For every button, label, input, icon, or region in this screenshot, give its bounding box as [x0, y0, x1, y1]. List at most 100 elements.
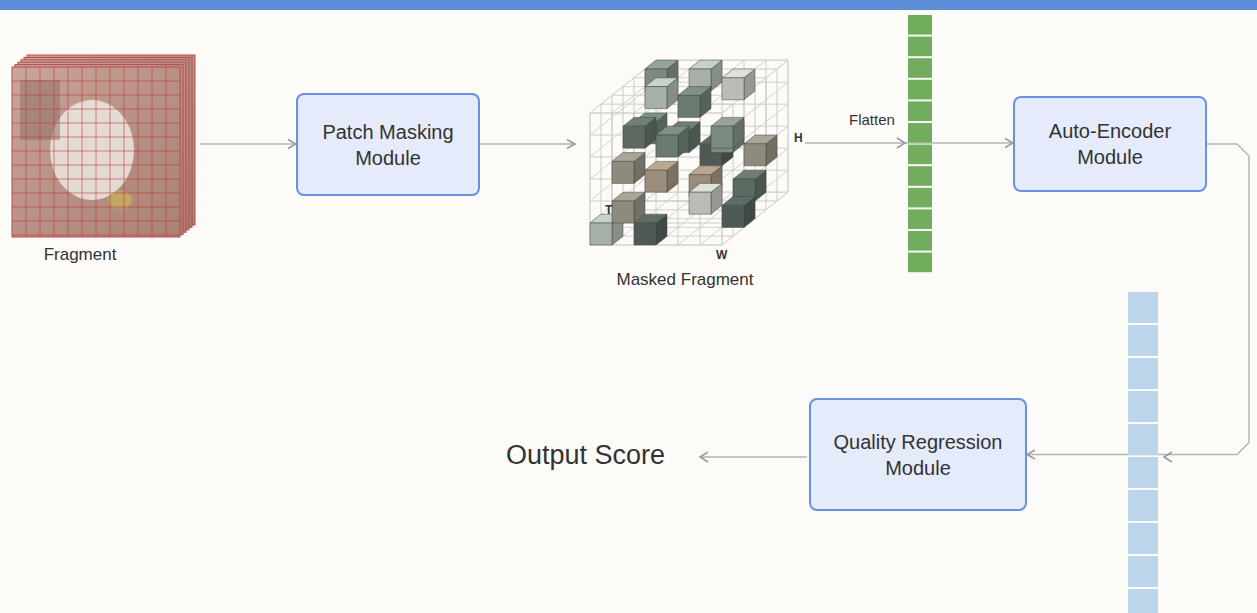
feature-vector-cell	[1128, 490, 1158, 521]
token-vector-cell	[908, 166, 932, 186]
patch-cube	[722, 69, 755, 100]
output-arrow-line	[700, 456, 807, 458]
edge-label: Flatten	[846, 111, 898, 129]
feature-vector-cell	[1128, 424, 1158, 455]
fragment-illustration: Fragment	[10, 50, 200, 265]
feature-vector-cell	[1128, 556, 1158, 587]
cube-face	[656, 126, 689, 135]
arrow-head	[700, 452, 708, 462]
cube-face	[722, 205, 744, 227]
feature-vector-cell	[1128, 457, 1158, 488]
process-box: Auto-Encoder Module	[1013, 96, 1207, 192]
cube-face	[590, 223, 612, 245]
patch-grid-line	[12, 235, 180, 236]
token-vector-cell	[908, 101, 932, 121]
patch-grid-line	[166, 67, 167, 237]
patch-cube	[711, 117, 744, 148]
module-label: Quality Regression Module	[811, 423, 1025, 487]
cube-face	[689, 192, 711, 214]
figure-caption: Fragment	[10, 245, 150, 265]
patch-cube	[656, 126, 689, 157]
patch-cube	[689, 183, 722, 214]
grid-line	[788, 60, 789, 192]
grid-line	[722, 192, 788, 245]
cube-grid	[590, 60, 788, 245]
patch-grid-line	[12, 151, 180, 152]
cube-face	[733, 170, 766, 179]
patch-cube	[612, 192, 645, 223]
cube-face	[645, 87, 667, 109]
cube-face	[645, 161, 678, 170]
masked-fragment-illustration: Masked Fragment	[575, 35, 805, 290]
cube-face	[744, 144, 766, 166]
patch-cube	[722, 197, 755, 228]
feature-vector-cell	[1128, 325, 1158, 356]
patch-grid-line	[68, 67, 69, 237]
cube-face	[722, 197, 755, 206]
patch-grid-line	[110, 67, 111, 237]
process-box: Patch Masking Module	[296, 93, 480, 196]
token-vector-cell	[908, 80, 932, 100]
axis-label: H	[794, 132, 803, 146]
module-label: Auto-Encoder Module	[1015, 112, 1205, 176]
cube-face	[645, 170, 667, 192]
patch-grid-line	[152, 67, 153, 237]
cube-face	[744, 135, 777, 144]
patch-cube	[623, 117, 656, 148]
token-vector-cell	[908, 37, 932, 57]
process-box: Quality Regression Module	[809, 398, 1027, 511]
patch-grid-line	[96, 67, 97, 237]
patch-grid-line	[12, 137, 180, 138]
figure-caption: Masked Fragment	[595, 270, 775, 290]
patch-cube	[645, 78, 678, 109]
object-shape	[108, 191, 132, 209]
cube-face	[689, 166, 722, 175]
patch-grid-line	[12, 95, 180, 96]
arrow-head	[897, 138, 905, 148]
patch-grid-line	[40, 67, 41, 237]
feature-vector-cell	[1128, 523, 1158, 554]
cube-face	[722, 78, 744, 100]
feature-vector-cell	[1128, 292, 1158, 323]
cube-face	[623, 126, 645, 148]
patch-grid-line	[12, 165, 180, 166]
frame-content	[12, 67, 180, 237]
grid-line	[722, 60, 788, 113]
output-label: Output Score	[506, 440, 665, 471]
masked-cubes	[590, 60, 777, 245]
token-vector-cell	[908, 58, 932, 78]
cube-face	[656, 135, 678, 157]
token-vector-cell	[908, 253, 932, 273]
axis-label: W	[716, 249, 727, 263]
cube-face	[645, 60, 678, 69]
cube-face	[711, 117, 744, 126]
cube-face	[634, 223, 656, 245]
patch-grid-line	[54, 67, 55, 237]
patch-grid-line	[138, 67, 139, 237]
cube-face	[689, 183, 722, 192]
arrow-head	[1164, 452, 1172, 462]
cube-face	[645, 78, 678, 87]
token-vector-cell	[908, 15, 932, 35]
top-bar	[0, 0, 1257, 10]
cube-face	[612, 192, 645, 201]
patch-grid-line	[26, 67, 27, 237]
patch-cube	[612, 153, 645, 184]
token-vector-cell	[908, 209, 932, 229]
token-vector-cell	[908, 188, 932, 208]
cube-face	[612, 153, 645, 162]
token-vector-cell	[908, 231, 932, 251]
patch-cube	[645, 161, 678, 192]
cube-face	[711, 126, 733, 148]
animal-shape	[50, 100, 134, 200]
feature-vector-cell	[1128, 589, 1158, 613]
video-frame	[12, 67, 180, 237]
axis-label: T	[605, 204, 612, 218]
token-vector-cell	[908, 123, 932, 143]
grid-line	[612, 60, 678, 113]
feature-vector-cell	[1128, 391, 1158, 422]
feature-vector-cell	[1128, 358, 1158, 389]
